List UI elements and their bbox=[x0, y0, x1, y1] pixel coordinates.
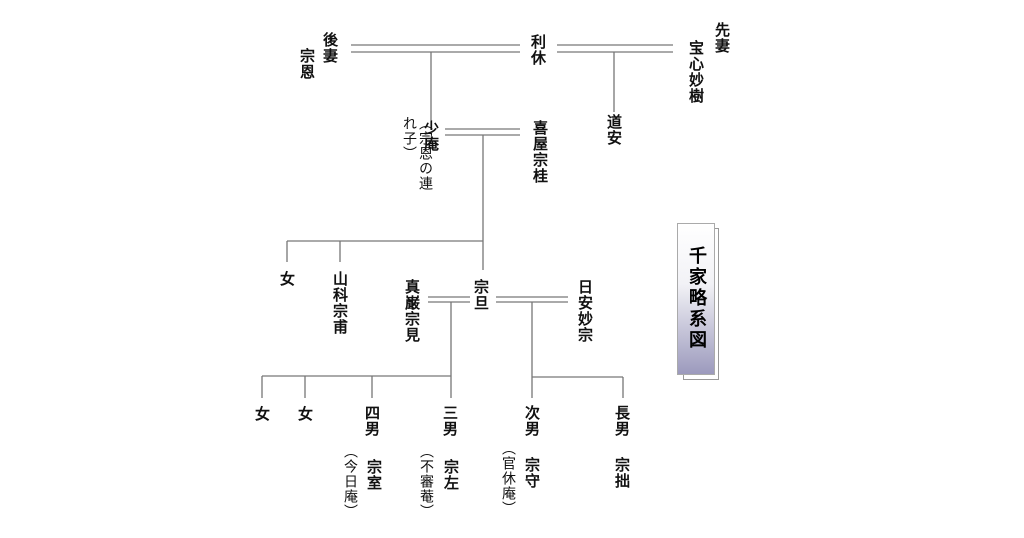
magen-name: 真巌宗見 bbox=[403, 279, 421, 343]
son3-label: 三男 bbox=[441, 405, 459, 437]
shoan-note: （宗恩の連れ子） bbox=[401, 116, 433, 191]
yamashina-name: 山科宗甫 bbox=[331, 271, 349, 335]
son1-name: 宗拙 bbox=[613, 457, 631, 489]
son2-label: 次男 bbox=[523, 405, 541, 437]
son4-name: 宗室 bbox=[365, 459, 383, 491]
diagram-title: 千家略系図 bbox=[686, 246, 707, 351]
son1-label: 長男 bbox=[613, 405, 631, 437]
first-wife-name: 宝心妙樹 bbox=[687, 40, 705, 104]
son3-name: 宗左 bbox=[442, 459, 460, 491]
daughter1-name: 女 bbox=[278, 271, 296, 287]
rikyu-name: 利休 bbox=[529, 34, 547, 66]
sotan-name: 宗旦 bbox=[472, 279, 490, 311]
son4-note: （今日庵） bbox=[342, 444, 358, 519]
daughter2-name: 女 bbox=[253, 406, 271, 422]
title-box: 千家略系図 bbox=[677, 223, 715, 375]
son4-label: 四男 bbox=[363, 405, 381, 437]
shoan-name: 少庵 bbox=[422, 120, 440, 152]
doan-name: 道安 bbox=[605, 114, 623, 146]
kiya-name: 喜屋宗桂 bbox=[531, 120, 549, 184]
son2-note: （官休庵） bbox=[500, 441, 516, 516]
nichian-name: 日安妙宗 bbox=[576, 279, 594, 343]
first-wife-label: 先妻 bbox=[713, 22, 731, 54]
daughter3-name: 女 bbox=[296, 406, 314, 422]
son3-note: （不審菴） bbox=[418, 444, 434, 519]
son2-name: 宗守 bbox=[523, 457, 541, 489]
second-wife-label: 後妻 bbox=[321, 32, 339, 64]
second-wife-name: 宗恩 bbox=[298, 48, 316, 80]
